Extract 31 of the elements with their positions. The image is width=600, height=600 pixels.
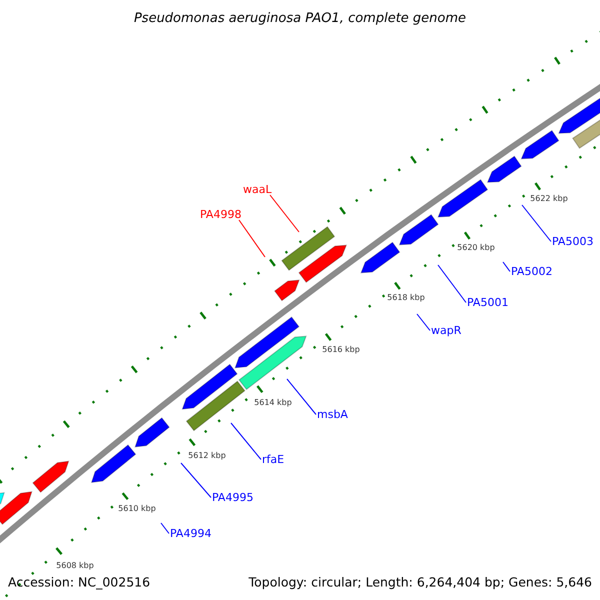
- tick-label: 5616 kbp: [322, 345, 360, 355]
- gene-label: PA5002: [511, 265, 552, 278]
- gene-label: PA4995: [212, 491, 254, 504]
- leader-line: [238, 220, 266, 258]
- gene-label: PA4994: [170, 527, 212, 540]
- title: Pseudomonas aeruginosa PAO1, complete genome: [132, 10, 468, 28]
- gene-label: wapR: [431, 324, 462, 337]
- tick-label: 5608 kbp: [56, 561, 94, 571]
- gene-label: PA5003: [552, 235, 594, 248]
- genome-info-text: Topology: circular; Length: 6,264,404 bp; Genes: 5,646: [248, 574, 592, 590]
- tick-label: 5614 kbp: [254, 398, 292, 408]
- gene-label: waaL: [243, 183, 272, 196]
- leader-line: [522, 204, 552, 242]
- leader-line: [438, 264, 466, 303]
- leader-line: [416, 314, 430, 331]
- leader-line: [270, 194, 300, 232]
- tick-label: 5612 kbp: [188, 451, 226, 461]
- tick-label: 5618 kbp: [387, 293, 425, 303]
- leader-line: [160, 522, 170, 534]
- leader-line: [180, 462, 212, 498]
- gene-label: PA5001: [467, 296, 508, 309]
- tick-label: 5610 kbp: [118, 504, 156, 514]
- gene-label: PA4998: [200, 208, 242, 221]
- tick-label: 5620 kbp: [457, 243, 495, 253]
- gene-label: msbA: [317, 408, 348, 421]
- leader-line: [230, 422, 262, 460]
- leader-line: [502, 262, 510, 272]
- gene-label: rfaE: [262, 453, 284, 466]
- accession-text: Accession: NC_002516: [8, 574, 150, 590]
- tick-label: 5622 kbp: [530, 194, 568, 204]
- leader-line: [286, 378, 316, 415]
